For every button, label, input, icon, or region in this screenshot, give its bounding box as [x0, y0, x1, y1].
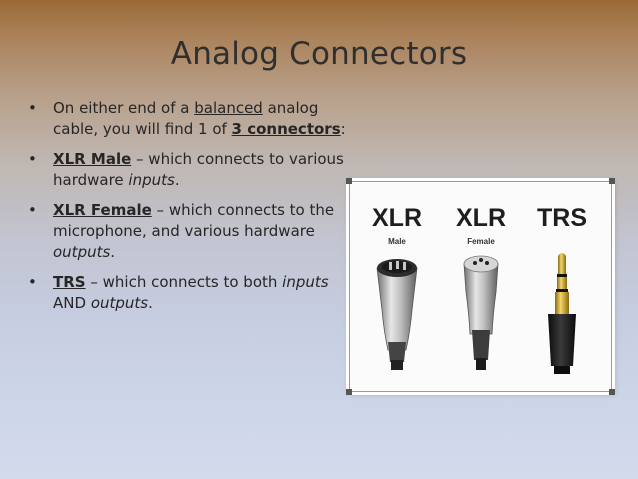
trs-connector-image: [548, 253, 576, 374]
bullet-text: inputs: [128, 171, 175, 189]
bullet-text: – which connects to various hardware: [53, 150, 344, 189]
bullet-item: On either end of a balanced analog cable…: [28, 98, 348, 140]
bullet-item: TRS – which connects to both inputs AND …: [28, 272, 348, 314]
bullet-text: – which connects to the microphone, and …: [53, 201, 335, 240]
resize-handle: [346, 178, 352, 184]
resize-handle: [609, 178, 615, 184]
bullet-text: TRS: [53, 273, 86, 291]
connector-subheading: Male: [388, 237, 406, 246]
bullet-item: XLR Male – which connects to various har…: [28, 149, 348, 191]
bullet-text: .: [174, 171, 180, 189]
resize-handle: [609, 389, 615, 395]
bullet-text: analog cable, you will find 1 of: [53, 99, 319, 138]
bullet-text: AND: [53, 294, 91, 312]
bullet-text: XLR Male: [53, 150, 132, 168]
connector-subheading: Female: [467, 237, 495, 246]
connectors-illustration: XLR Male XLR Female TRS: [372, 204, 587, 374]
connectors-photo: XLR Male XLR Female TRS: [346, 178, 615, 395]
bullet-list: On either end of a balanced analog cable…: [28, 98, 348, 323]
xlr-male-connector-image: [376, 259, 418, 370]
bullet-text: .: [110, 243, 116, 261]
bullet-text: balanced: [194, 99, 263, 117]
bullet-text: XLR Female: [53, 201, 152, 219]
bullet-text: On either end of a: [53, 99, 195, 117]
connector-heading: XLR: [456, 204, 506, 232]
bullet-text: outputs: [90, 294, 149, 312]
xlr-female-connector-image: [463, 255, 499, 370]
bullet-text: 3 connectors: [231, 120, 341, 138]
bullet-text: :: [340, 120, 346, 138]
bullet-text: – which connects to both: [85, 273, 283, 291]
bullet-text: .: [148, 294, 153, 312]
bullet-text: outputs: [53, 243, 111, 261]
bullet-text: inputs: [282, 273, 329, 291]
slide-title: Analog Connectors: [170, 36, 468, 72]
bullet-item: XLR Female – which connects to the micro…: [28, 200, 348, 263]
resize-handle: [346, 389, 352, 395]
connector-heading: TRS: [537, 204, 587, 232]
connector-heading: XLR: [372, 204, 422, 232]
